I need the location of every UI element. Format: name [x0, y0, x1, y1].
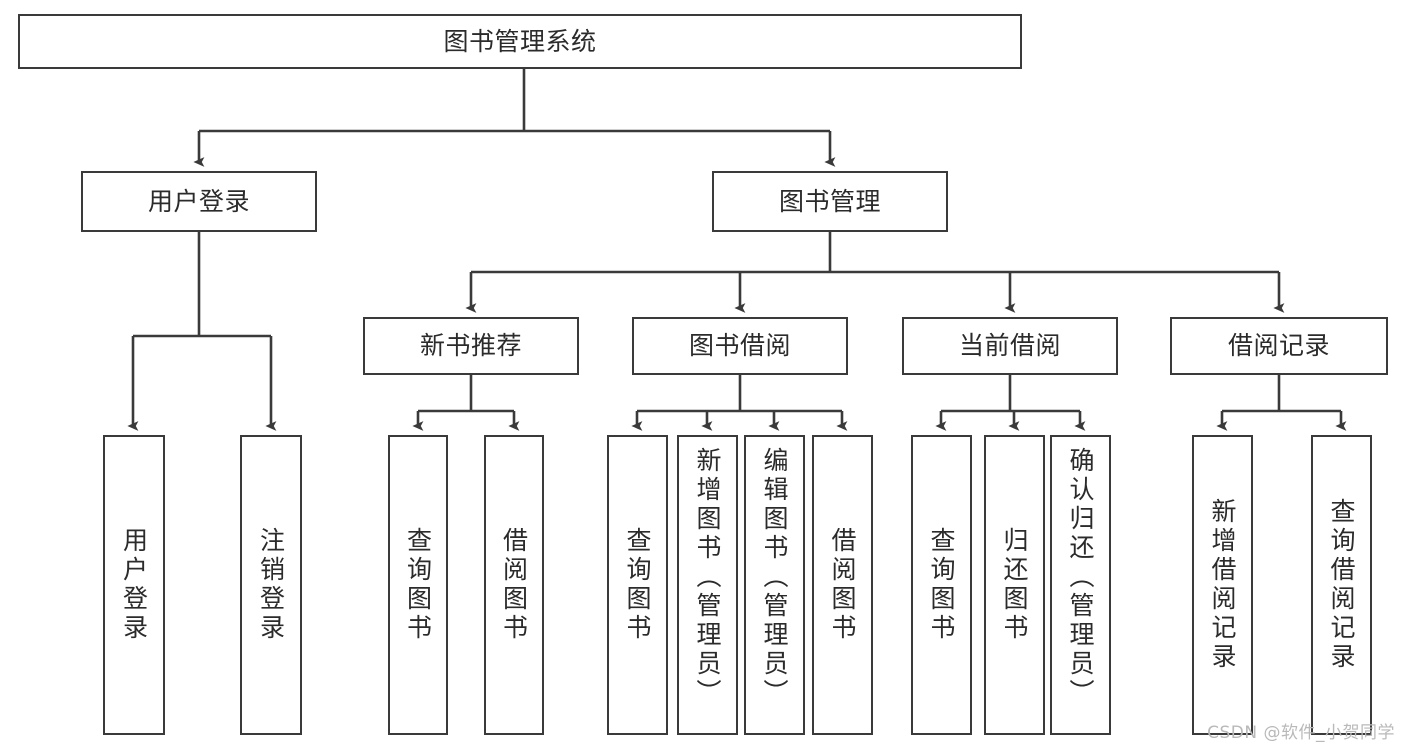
csdn-watermark: CSDN @软件_小贺同学: [1207, 723, 1395, 743]
node-book-manage[interactable]: 图书管理: [712, 171, 948, 232]
node-current-borrow-label: 当前借阅: [958, 331, 1061, 361]
node-new-book-recommend-label: 新书推荐: [419, 331, 522, 361]
node-leaf-query-book-recommend[interactable]: 查询图书: [388, 435, 448, 735]
node-root[interactable]: 图书管理系统: [18, 14, 1022, 69]
node-leaf-borrow-book-recommend[interactable]: 借阅图书: [484, 435, 544, 735]
node-leaf-add-book[interactable]: 新增图书（管理员）: [677, 435, 738, 735]
node-leaf-query-book-current-label: 查询图书: [927, 527, 956, 643]
node-leaf-confirm-return-label: 确认归还（管理员）: [1066, 447, 1095, 708]
node-leaf-query-borrow-record-label: 查询借阅记录: [1327, 498, 1356, 672]
node-current-borrow[interactable]: 当前借阅: [902, 317, 1118, 375]
node-leaf-logout-login-label: 注销登录: [256, 527, 286, 643]
node-leaf-add-borrow-record-label: 新增借阅记录: [1208, 498, 1237, 672]
node-leaf-add-borrow-record[interactable]: 新增借阅记录: [1192, 435, 1253, 735]
node-leaf-add-book-label: 新增图书（管理员）: [693, 447, 722, 708]
node-leaf-logout-login[interactable]: 注销登录: [240, 435, 302, 735]
node-leaf-query-book-current[interactable]: 查询图书: [911, 435, 972, 735]
node-borrow-record-label: 借阅记录: [1227, 331, 1330, 361]
node-book-borrow[interactable]: 图书借阅: [632, 317, 848, 375]
node-leaf-confirm-return[interactable]: 确认归还（管理员）: [1050, 435, 1111, 735]
node-leaf-query-book-borrow[interactable]: 查询图书: [607, 435, 668, 735]
node-leaf-borrow-book[interactable]: 借阅图书: [812, 435, 873, 735]
node-book-borrow-label: 图书借阅: [688, 331, 791, 361]
node-borrow-record[interactable]: 借阅记录: [1170, 317, 1388, 375]
node-leaf-query-book-recommend-label: 查询图书: [403, 527, 433, 643]
node-new-book-recommend[interactable]: 新书推荐: [363, 317, 579, 375]
node-leaf-borrow-book-label: 借阅图书: [828, 527, 857, 643]
node-leaf-return-book-label: 归还图书: [1000, 527, 1029, 643]
node-leaf-user-login[interactable]: 用户登录: [103, 435, 165, 735]
node-user-login[interactable]: 用户登录: [81, 171, 317, 232]
node-leaf-edit-book-label: 编辑图书（管理员）: [760, 447, 789, 708]
node-leaf-query-book-borrow-label: 查询图书: [623, 527, 652, 643]
node-user-login-label: 用户登录: [147, 186, 250, 216]
node-root-label: 图书管理系统: [443, 26, 597, 56]
node-leaf-borrow-book-recommend-label: 借阅图书: [499, 527, 529, 643]
node-leaf-edit-book[interactable]: 编辑图书（管理员）: [744, 435, 805, 735]
node-leaf-return-book[interactable]: 归还图书: [984, 435, 1045, 735]
node-leaf-query-borrow-record[interactable]: 查询借阅记录: [1311, 435, 1372, 735]
node-leaf-user-login-label: 用户登录: [119, 527, 149, 643]
node-book-manage-label: 图书管理: [778, 186, 881, 216]
